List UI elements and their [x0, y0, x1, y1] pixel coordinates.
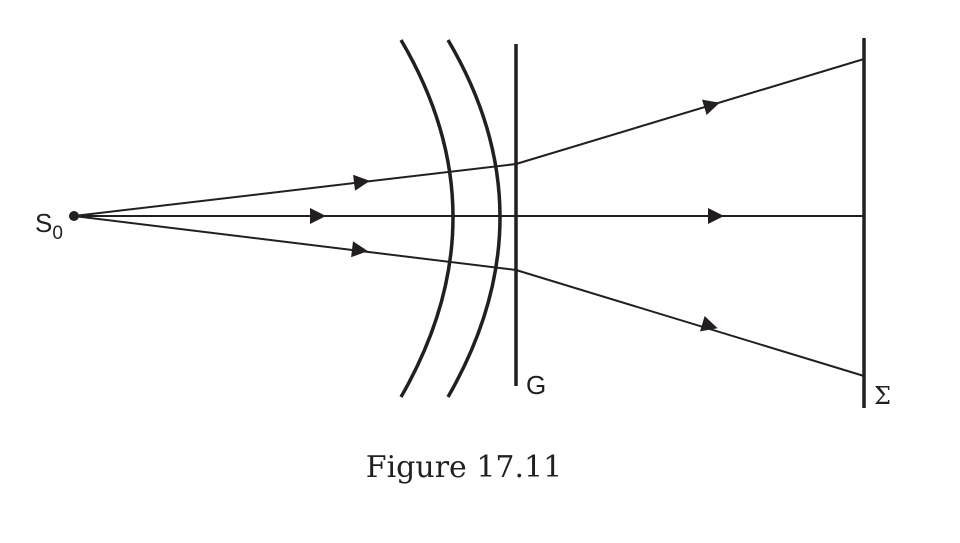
ray-upper-incident	[73, 163, 517, 217]
ray-lower-incident	[73, 215, 517, 271]
source-label-main: S	[35, 208, 52, 238]
ray-upper-diffracted	[515, 58, 865, 165]
ray-lower-diffracted	[515, 269, 865, 377]
screen-label: Σ	[874, 382, 891, 410]
source-label-subscript: 0	[52, 223, 63, 244]
wavefront-arc-inner	[399, 39, 455, 398]
figure-caption: Figure 17.11	[365, 450, 563, 485]
wavefront-arc-outer	[446, 39, 502, 398]
source-point	[69, 211, 79, 221]
grating-label: G	[526, 370, 546, 400]
source-label: S0	[35, 208, 63, 244]
